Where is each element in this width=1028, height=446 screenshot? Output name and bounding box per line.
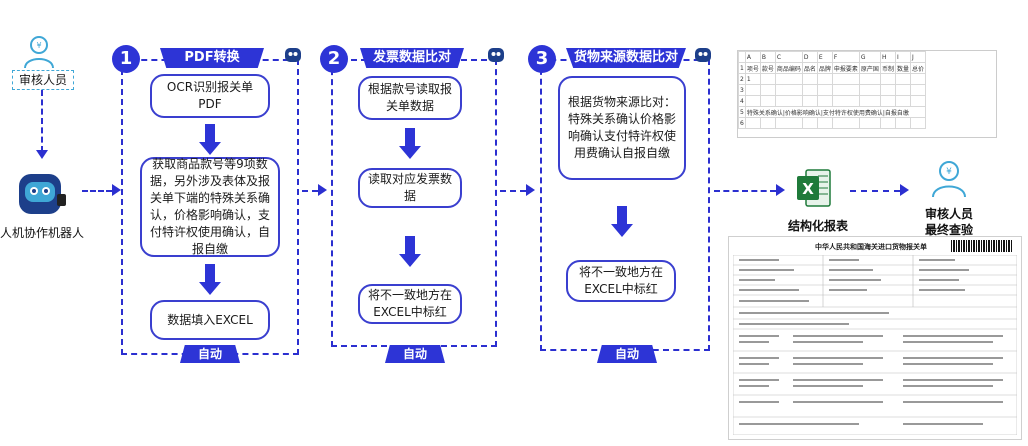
reviewer-icon: ¥ [22, 35, 56, 69]
svg-text:¥: ¥ [946, 167, 952, 177]
report-label: 结构化报表 [788, 219, 849, 233]
robot-mini-icon [284, 46, 302, 64]
robot-mini-icon [694, 46, 712, 64]
stage-2-number: 2 [320, 45, 348, 73]
stage-2-step-1: 根据款号读取报关单数据 [358, 76, 462, 120]
final-reviewer-label-1: 审核人员 [925, 207, 974, 221]
stage-3-number: 3 [528, 45, 556, 73]
customs-form-preview: 中华人民共和国海关进口货物报关单 [728, 236, 1022, 440]
stage-1-step-3: 数据填入EXCEL [150, 300, 270, 340]
robot-icon [15, 168, 67, 220]
stage-2-step-3: 将不一致地方在EXCEL中标红 [358, 284, 462, 324]
final-reviewer-icon: ¥ [930, 160, 968, 198]
stage-1-title: PDF转换 [160, 48, 264, 68]
barcode [951, 240, 1013, 252]
robot-mini-icon [487, 46, 505, 64]
arrowhead [318, 184, 327, 196]
connector-stage1-stage2 [302, 190, 318, 192]
stage-3-title: 货物来源数据比对 [566, 48, 686, 68]
form-title: 中华人民共和国海关进口货物报关单 [815, 243, 927, 251]
connector-report-final [850, 190, 900, 192]
connector-robot-stage1 [82, 190, 112, 192]
excel-icon: X [796, 168, 832, 208]
stage-1-number: 1 [112, 45, 140, 73]
stage-1-auto-tag: 自动 [180, 345, 240, 363]
stage-3-step-1: 根据货物来源比对：特殊关系确认价格影响确认支付特许权使用费确认自报自缴 [558, 76, 686, 180]
final-reviewer-label-2: 最终查验 [925, 223, 974, 237]
stage-3-auto-tag: 自动 [597, 345, 657, 363]
connector-stage2-stage3 [500, 190, 526, 192]
arrowhead [36, 150, 48, 159]
arrowhead [112, 184, 121, 196]
stage-2-auto-tag: 自动 [385, 345, 445, 363]
stage-2-step-2: 读取对应发票数据 [358, 168, 462, 208]
arrowhead [776, 184, 785, 196]
arrowhead [526, 184, 535, 196]
stage-1-step-2: 获取商品款号等9项数据，另外涉及表体及报关单下端的特殊关系确认，价格影响确认，支… [140, 157, 280, 257]
stage-3-step-2: 将不一致地方在EXCEL中标红 [566, 260, 676, 302]
top-reviewer-label: 审核人员 [12, 70, 74, 90]
connector-stage3-report [714, 190, 776, 192]
arrowhead [900, 184, 909, 196]
robot-label: 人机协作机器人 [0, 226, 85, 240]
svg-text:¥: ¥ [36, 41, 41, 50]
connector-reviewer-robot [41, 90, 43, 152]
stage-1-step-1: OCR识别报关单PDF [150, 74, 270, 118]
form-grid [733, 255, 1017, 435]
stage-2-title: 发票数据比对 [360, 48, 464, 68]
svg-text:X: X [802, 180, 814, 198]
